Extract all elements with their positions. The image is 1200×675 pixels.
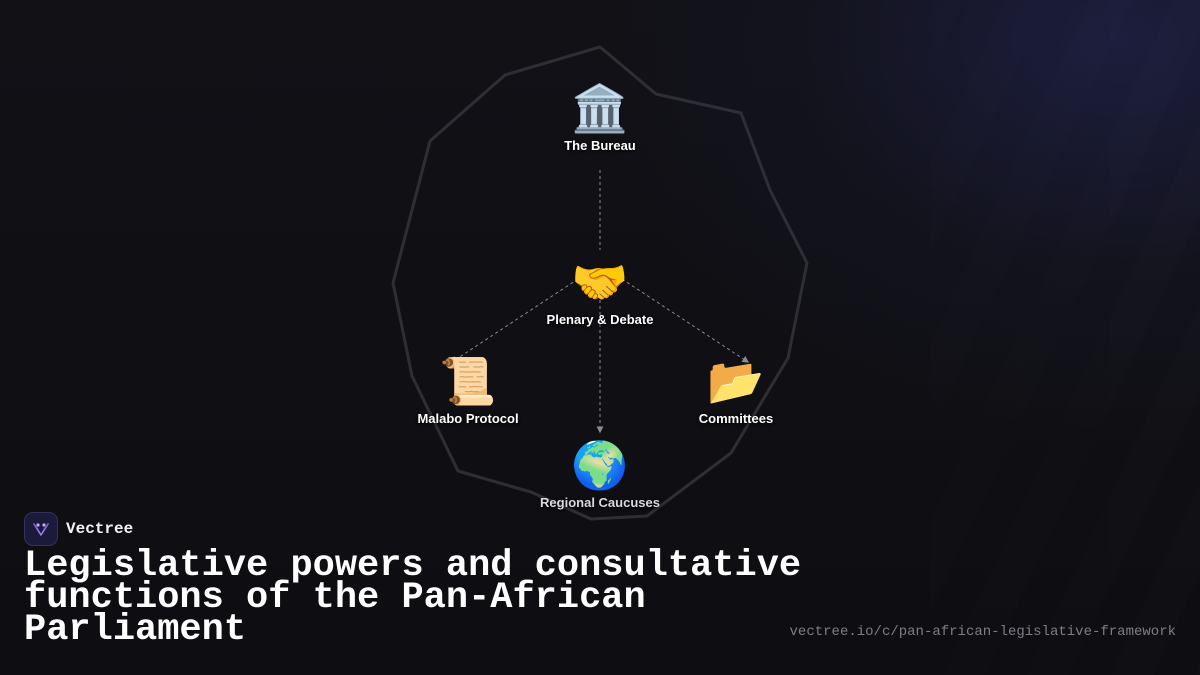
open-folder-icon: 📂 bbox=[707, 355, 765, 407]
globe-africa-icon: 🌍 bbox=[571, 439, 629, 491]
node-label: Regional Caucuses bbox=[540, 495, 660, 510]
node-malabo-protocol: 📜 Malabo Protocol bbox=[368, 355, 568, 426]
source-url[interactable]: vectree.io/c/pan-african-legislative-fra… bbox=[789, 624, 1176, 640]
page-title: Legislative powers and consultative func… bbox=[24, 545, 802, 651]
edge-plenary-malabo bbox=[450, 278, 579, 363]
vectree-logo-mark bbox=[33, 523, 49, 536]
node-plenary: 🤝 Plenary & Debate bbox=[500, 256, 700, 327]
scroll-icon: 📜 bbox=[439, 355, 497, 407]
vectree-logo-icon bbox=[24, 512, 58, 546]
edge-plenary-committees bbox=[621, 278, 750, 363]
handshake-icon: 🤝 bbox=[571, 256, 629, 308]
node-committees: 📂 Committees bbox=[636, 355, 836, 426]
node-label: Plenary & Debate bbox=[546, 312, 654, 327]
brand: Vectree bbox=[24, 512, 133, 546]
diagram-outline bbox=[391, 45, 809, 521]
node-label: Malabo Protocol bbox=[417, 411, 519, 426]
classical-building-icon: 🏛️ bbox=[571, 82, 629, 134]
node-bureau: 🏛️ The Bureau bbox=[500, 82, 700, 153]
brand-name: Vectree bbox=[66, 520, 134, 538]
node-regional-caucuses: 🌍 Regional Caucuses bbox=[500, 439, 700, 510]
node-label: The Bureau bbox=[564, 138, 636, 153]
node-label: Committees bbox=[698, 411, 774, 426]
